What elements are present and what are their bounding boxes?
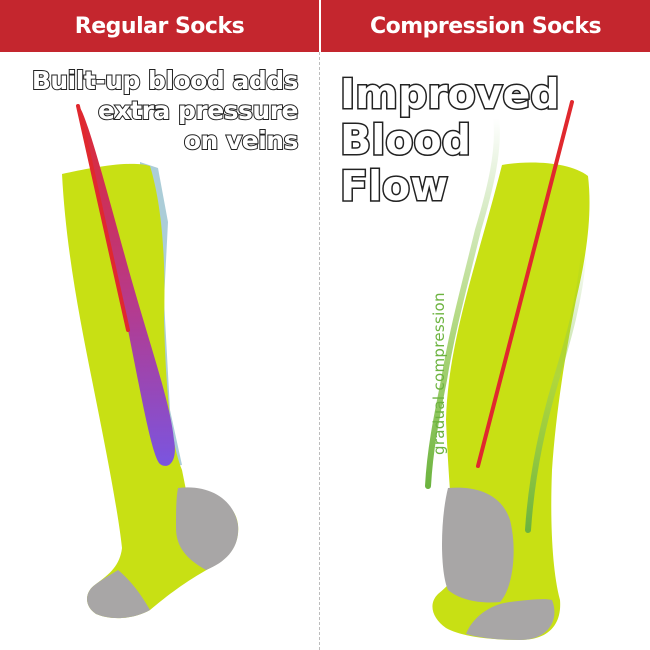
compression-sock-heel [442, 487, 514, 603]
pressure-note-line-1: Built-up blood adds [31, 65, 300, 96]
flow-title-line-2: Blood [339, 116, 473, 164]
panel-divider [319, 52, 320, 650]
regular-socks-header: Regular Socks [0, 0, 319, 52]
regular-sock-leg [62, 104, 239, 619]
regular-socks-title: Regular Socks [74, 13, 245, 39]
compression-line-inner [525, 247, 587, 533]
compression-socks-title: Compression Socks [369, 13, 602, 39]
pooled-blood [78, 106, 175, 466]
flow-title-line-3: Flow [338, 162, 449, 210]
header-gap [319, 0, 321, 52]
improved-vein-line [476, 100, 574, 468]
regular-sock-toe [87, 570, 150, 619]
compression-line-outer [425, 115, 500, 489]
gradual-compression-label: gradual compression [430, 292, 448, 455]
regular-sock-heel [176, 487, 239, 570]
pressure-note-line-3: on veins [183, 125, 300, 156]
compression-sock-toe [466, 599, 555, 640]
pressure-note-line-2: extra pressure [97, 95, 299, 126]
regular-vein-line [76, 104, 130, 332]
compression-sock-leg [425, 100, 590, 641]
compression-socks-header: Compression Socks [321, 0, 650, 52]
flow-title-line-1: Improved [339, 70, 562, 118]
